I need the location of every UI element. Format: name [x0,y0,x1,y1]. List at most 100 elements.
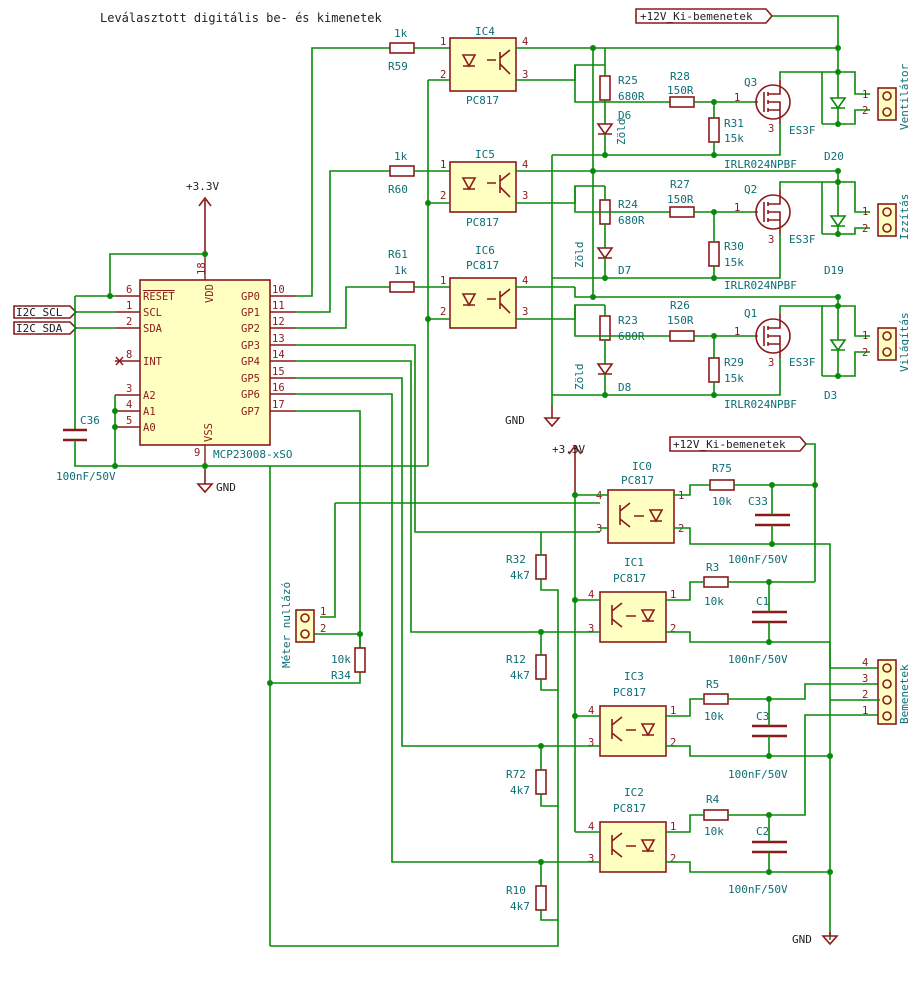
fet-pin: 3 [768,234,774,246]
d20-ref: D20 [824,150,844,163]
ic6-value: PC817 [466,259,499,272]
r72-ref: R72 [506,768,526,781]
r28-ref: R28 [670,70,690,83]
pullup-resistors: R32 4k7 R12 4k7 R72 4k7 R10 4k7 [270,532,559,947]
opto-pin: 2 [440,190,446,202]
r10-value: 4k7 [510,900,530,913]
q2-ref: Q2 [744,183,757,196]
bemenetek-label: Bemenetek [898,664,909,724]
r75-value: 10k [712,495,732,508]
r72-value: 4k7 [510,784,530,797]
mcp-pin-name: GP0 [241,291,260,303]
v33-mid-symbol: +3.3V [552,443,585,495]
d20-value: ES3F [789,124,816,137]
c1-value: 100nF/50V [728,653,788,666]
opto-pin: 4 [588,821,594,833]
mcp-vss-name: VSS [203,423,215,442]
mcp-pin-name: GP3 [241,340,260,352]
r12-value: 4k7 [510,669,530,682]
conn-pin: 4 [862,657,868,669]
r27-ref: R27 [670,178,690,191]
mcp-pin-num: 13 [272,333,285,345]
mcp-pin-num: 1 [126,300,132,312]
ic5-ref: IC5 [475,148,495,161]
r5-value: 10k [704,710,724,723]
r29-ref: R29 [724,356,744,369]
conn-pin: 2 [320,623,326,635]
r26-value: 150R [667,314,694,327]
ic3-ref: IC3 [624,670,644,683]
v33-mid-label: +3.3V [552,443,585,456]
mcp-pin-name: A2 [143,390,156,402]
r32-ref: R32 [506,553,526,566]
conn-pin: 2 [862,347,868,359]
opto-pin: 1 [670,821,676,833]
r10-ref: R10 [506,884,526,897]
i2c-sda-label: I2C_SDA [13,321,78,335]
gnd-mid-symbol: GND [505,405,561,428]
opto-pin: 3 [522,190,528,202]
opto-pin: 2 [670,737,676,749]
d8-color: Zöld [573,364,586,391]
r32-value: 4k7 [510,569,530,582]
c33-value: 100nF/50V [728,553,788,566]
i2c-scl-label: I2C_SCL [13,305,78,319]
r5-ref: R5 [706,678,719,691]
v12-top-text: +12V_Ki-bemenetek [640,10,753,23]
d19-value: ES3F [789,233,816,246]
ic1-ref: IC1 [624,556,644,569]
opto-pin: 4 [522,159,528,171]
mcp-pin-name: RESET [143,291,175,303]
v12-top-label: +12V_Ki-bemenetek [635,8,839,48]
input-channel-ic2: IC2 PC817 4 3 1 2 R4 10k C2 100nF/50V [575,714,880,896]
q3-ref: Q3 [744,76,757,89]
mcp-pin-num: 3 [126,383,132,395]
opto-pin: 3 [522,69,528,81]
conn-pin: 1 [862,206,868,218]
ventilator-label: Ventilátor [898,63,909,130]
r34-ref: R34 [331,669,351,682]
mcp-vdd-num: 18 [196,262,208,275]
q3-value: IRLR024NPBF [724,158,797,171]
opto-pin: 2 [440,69,446,81]
r3-ref: R3 [706,561,719,574]
mcp-pin-name: GP7 [241,406,260,418]
fet-pin: 3 [768,357,774,369]
gnd-right-label: GND [792,933,812,946]
mcp-ref: MCP23008-xSO [213,448,292,461]
mcp-pin-name: GP1 [241,307,260,319]
mcp-pin-name: GP4 [241,356,260,368]
opto-pin: 3 [588,737,594,749]
r12-ref: R12 [506,653,526,666]
mcp-vdd-name: VDD [204,284,216,303]
ic5-value: PC817 [466,216,499,229]
mcp-pin-name: GP2 [241,323,260,335]
r25-value: 680R [618,90,645,103]
r34-value: 10k [331,653,351,666]
v12-mid-label: +12V_Ki-bemenetek [669,436,816,582]
r4-value: 10k [704,825,724,838]
opto-pin: 1 [440,159,446,171]
q1-ref: Q1 [744,307,757,320]
opto-pin: 4 [522,275,528,287]
r29-value: 15k [724,372,744,385]
gnd-mid-label: GND [505,414,525,427]
sheet-title: Leválasztott digitális be- és kimenetek [100,11,383,25]
c1-ref: C1 [756,595,769,608]
conn-pin: 1 [320,606,326,618]
c3-value: 100nF/50V [728,768,788,781]
conn-pin: 2 [862,223,868,235]
v33-left-label: +3.3V [186,180,219,193]
opto-pin: 4 [522,36,528,48]
conn-pin: 1 [862,330,868,342]
gnd-left-symbol: GND [196,470,236,494]
d7-ref: D7 [618,264,631,277]
capacitor-c36: C36 100nF/50V [56,414,116,483]
output-channel-3: R61 1k IC6 PC817 1 2 4 3 R23 680R D8 Zöl… [388,244,909,411]
d7-color: Zöld [573,242,586,269]
ic6-ref: IC6 [475,244,495,257]
izzitas-label: Izzítás [898,194,909,240]
d6-ref: D6 [618,109,631,122]
ic0-ref: IC0 [632,460,652,473]
ic2-value: PC817 [613,802,646,815]
